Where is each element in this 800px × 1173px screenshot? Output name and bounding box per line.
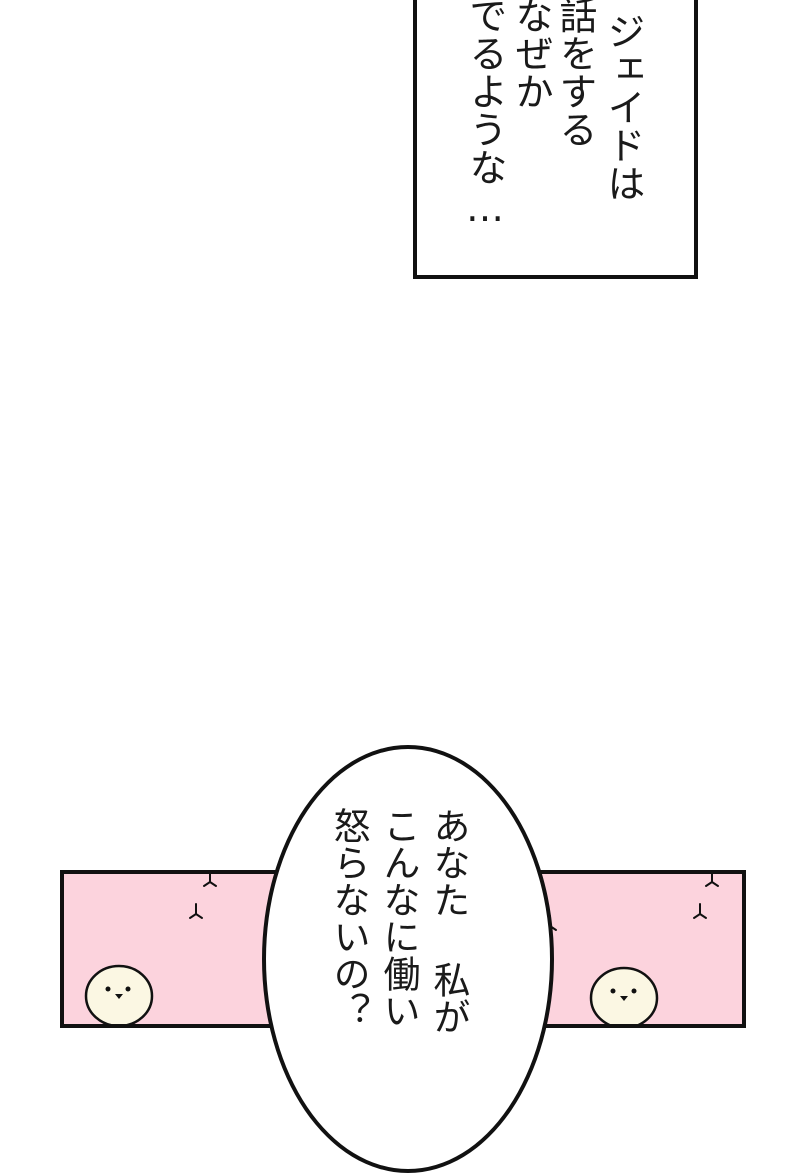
bird-footprint-icon	[189, 903, 203, 919]
bird-footprint-icon	[203, 874, 217, 887]
pink-panel-right	[532, 870, 746, 1028]
speech-column-3: 怒らないの？	[327, 807, 370, 1029]
pink-panel-left-art	[64, 874, 289, 1024]
bird-footprint-icon	[693, 903, 707, 919]
speech-column-2: こんなに働い	[377, 807, 420, 1029]
narration-column-4: でるような…	[463, 0, 507, 230]
chick-icon	[589, 966, 659, 1024]
bird-footprint-icon	[705, 874, 719, 887]
pink-panel-left	[60, 870, 293, 1028]
narration-column-2: 話をする	[553, 0, 597, 148]
speech-bubble: あなた 私が こんなに働い 怒らないの？	[262, 745, 554, 1173]
narration-column-1: ジェイドは	[601, 12, 645, 202]
pink-panel-right-art	[536, 874, 742, 1024]
narration-column-3: なぜか	[509, 0, 553, 110]
narration-box: ジェイドは 話をする なぜか でるような…	[413, 0, 698, 279]
speech-column-1: あなた 私が	[427, 807, 470, 1035]
chick-icon	[84, 964, 154, 1024]
